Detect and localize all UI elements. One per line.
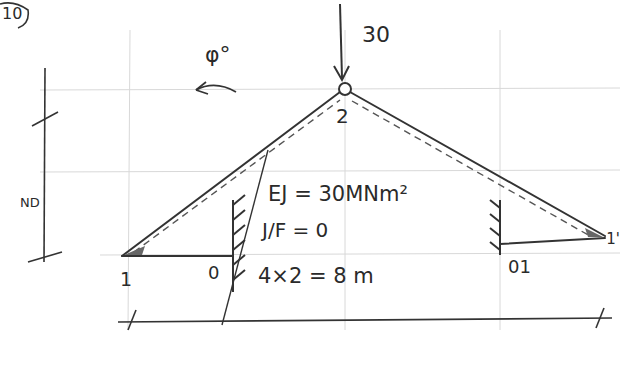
frame-members bbox=[122, 92, 605, 256]
node-number: 2 bbox=[336, 106, 349, 126]
support-number: 0 bbox=[208, 264, 219, 282]
ratio-note: J/F = 0 bbox=[262, 220, 328, 240]
support-0 bbox=[222, 150, 268, 325]
rotation-arrow bbox=[196, 82, 236, 94]
number-circle bbox=[0, 3, 28, 28]
problem-number: 10 bbox=[2, 6, 22, 22]
joint-mark bbox=[585, 228, 603, 237]
dashed-fibres bbox=[134, 100, 590, 252]
support-01 bbox=[490, 200, 500, 255]
grid-lines bbox=[40, 30, 620, 330]
angle-label: φ° bbox=[205, 44, 231, 66]
hinge bbox=[339, 83, 351, 95]
dimension-text: ND bbox=[20, 196, 40, 209]
load-value: 30 bbox=[362, 24, 390, 46]
dimension-text: 4×2 = 8 m bbox=[258, 266, 374, 287]
support-number: 01 bbox=[508, 258, 531, 276]
stiffness-note: EJ = 30MNm² bbox=[268, 184, 408, 205]
node-number: 1' bbox=[606, 232, 620, 247]
node-number: 1 bbox=[120, 270, 132, 289]
dimension-lines bbox=[28, 68, 612, 330]
joint-mark bbox=[124, 246, 145, 255]
load-arrow bbox=[334, 4, 349, 80]
